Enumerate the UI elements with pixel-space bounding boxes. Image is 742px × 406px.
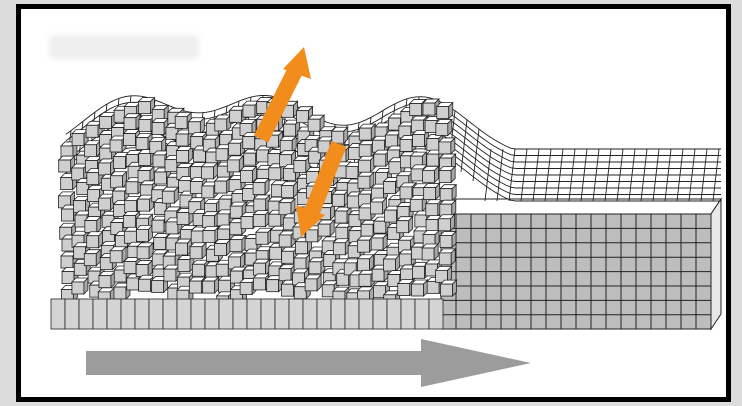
base-cube-row	[51, 299, 443, 329]
gray-right-arrow-icon	[86, 339, 531, 387]
lattice-diagram	[21, 9, 726, 397]
intact-block-side-face	[711, 199, 721, 329]
intact-block	[441, 199, 721, 329]
diagram-frame	[16, 4, 731, 402]
